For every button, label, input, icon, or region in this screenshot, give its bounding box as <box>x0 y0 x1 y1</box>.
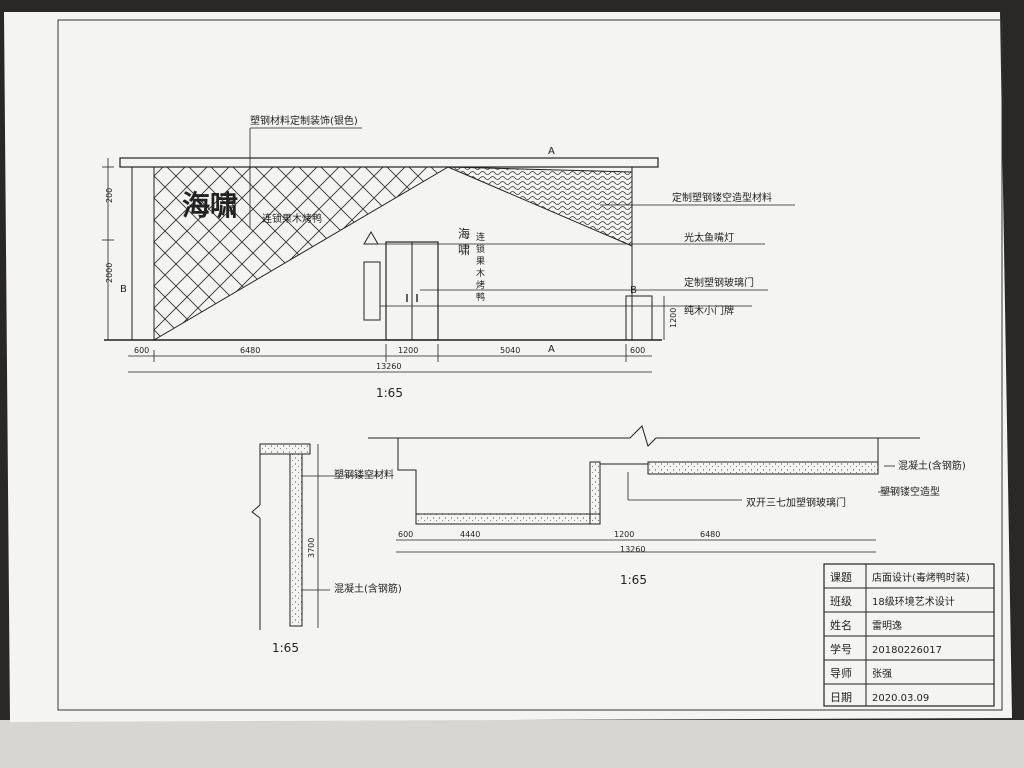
section-b-cap <box>259 443 311 455</box>
section-b-wall <box>289 453 303 627</box>
dim-v-2: 2000 <box>105 263 114 283</box>
dim-h-5: 600 <box>630 346 645 355</box>
section-a-top-line <box>368 425 920 447</box>
section-mark-left: B <box>120 284 127 295</box>
table-surface <box>0 720 1024 768</box>
door-sign-char: 锁 <box>476 243 485 255</box>
tb-label-name: 姓名 <box>830 618 852 632</box>
label-right-material: 定制塑钢镂空造型材料 <box>672 191 772 204</box>
section-break <box>251 504 261 519</box>
dim-h-2: 6480 <box>240 346 260 355</box>
tb-value-date: 2020.03.09 <box>872 693 929 704</box>
scale-section-a: 1:65 <box>620 573 647 587</box>
tb-value-topic: 店面设计(毒烤鸭时装) <box>872 571 970 584</box>
section-mark-top: A <box>548 146 555 157</box>
lattice-facade <box>153 166 450 341</box>
door-sign-char: 木 <box>476 267 485 279</box>
section-a-dim-1: 600 <box>398 530 413 539</box>
tb-label-topic: 课题 <box>830 571 852 584</box>
section-a-wall <box>589 461 601 525</box>
dim-v-3: 1200 <box>669 308 678 328</box>
tb-label-date: 日期 <box>830 691 852 704</box>
label-light: 光太鱼嘴灯 <box>684 231 734 244</box>
front-elevation: 海啸 白 连锁果木烤鸭 海啸连锁果木烤鸭 塑钢材料定制装饰(银色) 定制塑钢镂空… <box>102 114 795 400</box>
section-mark-bottom: A <box>548 344 555 355</box>
dim-v-1: 200 <box>105 188 114 203</box>
section-b-dim: 3700 <box>307 538 316 558</box>
sign-subtitle: 连锁果木烤鸭 <box>262 212 322 225</box>
door-side-sign: 海啸连锁果木烤鸭 <box>458 226 485 303</box>
section-a-dim-3: 1200 <box>614 530 634 539</box>
sign-small-text: 白 <box>226 198 234 208</box>
door-sign-char: 烤 <box>476 279 485 291</box>
section-a-slab <box>647 461 879 475</box>
section-a-dim-4: 6480 <box>700 530 720 539</box>
drawing-frame <box>57 19 1003 711</box>
door-sign-char: 海 <box>458 226 470 241</box>
title-block: 课题 班级 姓名 学号 导师 日期 店面设计(毒烤鸭时装) 18级环境艺术设计 … <box>823 563 995 707</box>
section-a-dim-total: 13260 <box>620 545 645 554</box>
tb-value-name: 雷明逸 <box>872 620 902 632</box>
label-window: 纯木小门牌 <box>684 304 734 317</box>
scale-section-b: 1:65 <box>272 641 299 655</box>
section-b: 3700 塑钢镂空材料 混凝土(含钢筋) 1:65 <box>251 443 402 655</box>
section-a-floor <box>415 513 601 525</box>
dim-total: 13260 <box>376 362 401 371</box>
tb-label-class: 班级 <box>830 595 852 608</box>
section-b-label-bottom: 混凝土(含钢筋) <box>334 582 402 595</box>
section-a-label-2: 塑钢镂空造型 <box>880 485 940 498</box>
door-sign-char: 啸 <box>458 243 470 257</box>
door-sign-char: 连 <box>476 231 485 243</box>
label-top-material: 塑钢材料定制装饰(银色) <box>250 114 358 127</box>
section-b-label-top: 塑钢镂空材料 <box>334 468 394 481</box>
section-a: 混凝土(含钢筋) 塑钢镂空造型 双开三七加塑钢玻璃门 600 4440 1200… <box>368 425 966 587</box>
tb-value-id: 20180226017 <box>872 645 942 656</box>
dim-h-4: 5040 <box>500 346 520 355</box>
tb-value-class: 18级环境艺术设计 <box>872 595 955 608</box>
door-sign-char: 果 <box>476 256 485 267</box>
wall-plaque <box>363 261 381 321</box>
section-a-label-3: 双开三七加塑钢玻璃门 <box>746 496 846 509</box>
tb-label-id: 学号 <box>830 642 852 656</box>
section-mark-right: B <box>630 285 637 296</box>
door-sign-char: 鸭 <box>476 291 485 303</box>
paper-sheet <box>4 12 1012 722</box>
dim-h-1: 600 <box>134 346 149 355</box>
tb-value-tutor: 张强 <box>872 668 892 680</box>
scale-elevation: 1:65 <box>376 386 403 400</box>
dim-h-3: 1200 <box>398 346 418 355</box>
fish-mouth-lamp-icon <box>363 231 379 245</box>
tb-label-tutor: 导师 <box>830 667 852 680</box>
section-a-label-1: 混凝土(含钢筋) <box>898 459 966 472</box>
label-door: 定制塑钢玻璃门 <box>684 276 754 289</box>
title-block-border <box>823 563 995 707</box>
section-a-dim-2: 4440 <box>460 530 480 539</box>
sign-title: 海啸 <box>182 189 238 222</box>
